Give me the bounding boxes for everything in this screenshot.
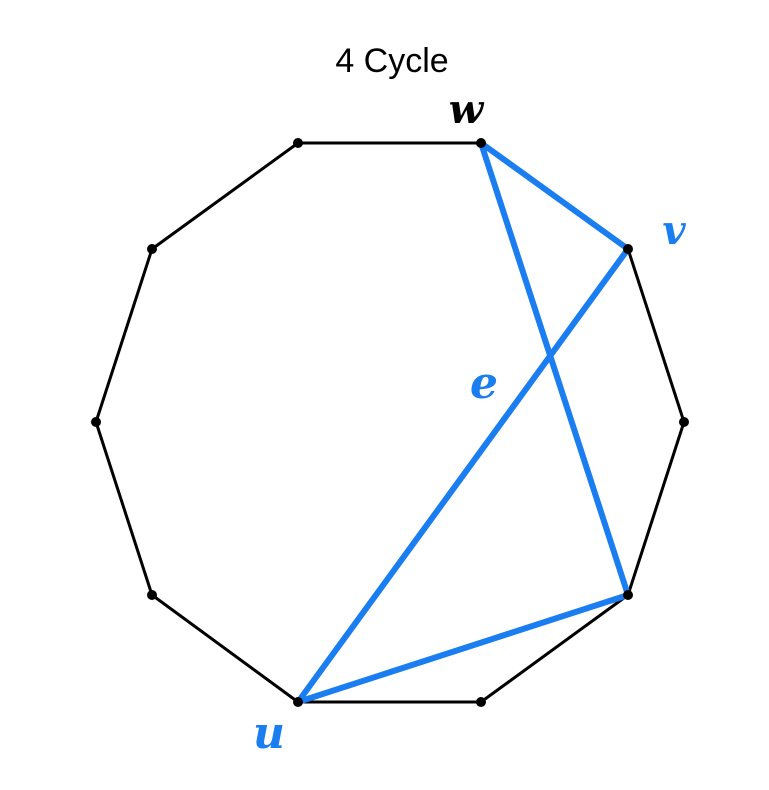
vertex [476,697,486,707]
vertex [147,244,157,254]
vertex [147,590,157,600]
edge-e-u-v [295,246,631,705]
vertex-u [293,697,303,707]
vertex-w [476,138,486,148]
edge-w-v [478,140,631,252]
vertex [679,417,689,427]
highlighted-4-cycle [295,140,631,705]
edge-w-x [478,140,631,598]
diagram-title: 4 Cycle [335,42,448,80]
edge-u-x [295,592,631,705]
vertex [293,138,303,148]
vertex [91,417,101,427]
label-v: v [662,207,686,254]
label-u: u [253,708,285,759]
vertices [91,138,689,707]
label-e: e [470,358,498,409]
vertex-x [623,590,633,600]
vertex-v [623,244,633,254]
label-w: w [449,86,485,133]
